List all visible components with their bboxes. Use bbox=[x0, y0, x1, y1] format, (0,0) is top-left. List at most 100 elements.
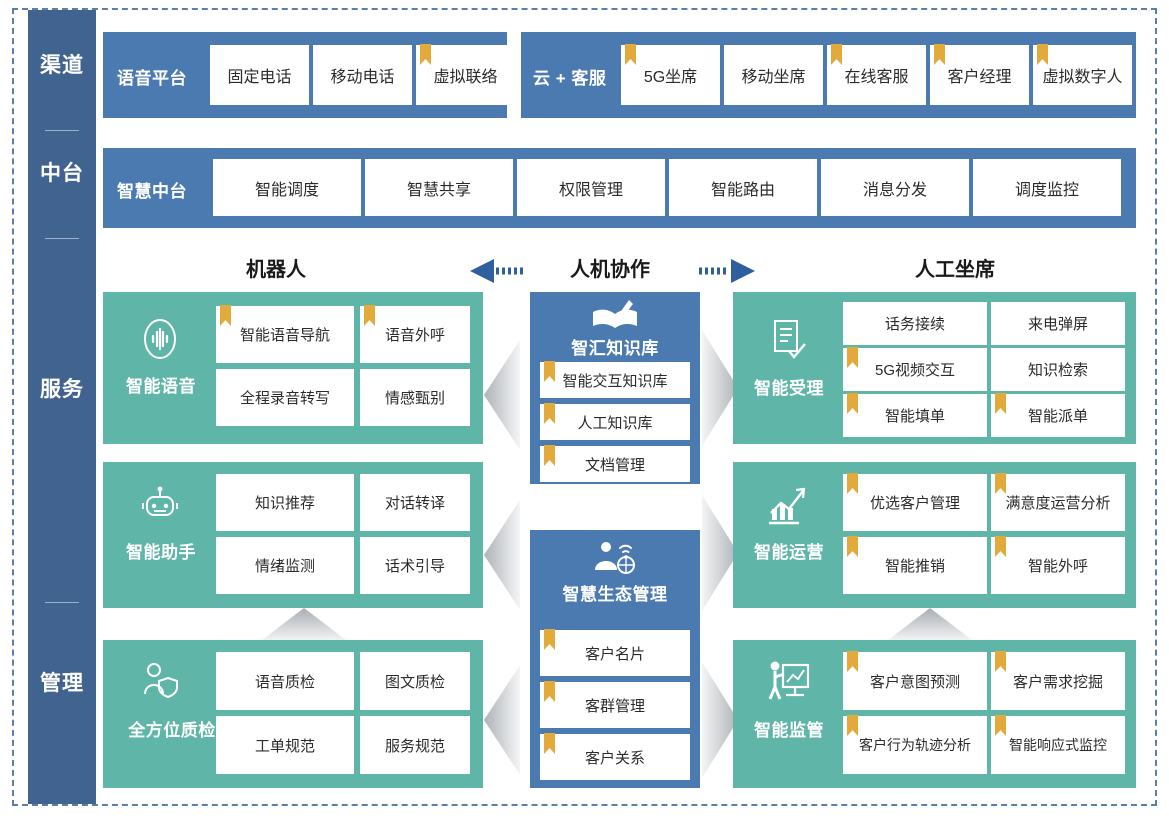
channel-item-label: 虚拟联络 bbox=[433, 69, 498, 86]
service-item-label: 智能响应式监控 bbox=[1009, 737, 1107, 753]
bookmark-icon bbox=[995, 651, 1006, 672]
center-item-label: 客户名片 bbox=[584, 645, 645, 663]
center-item[interactable]: 文档管理 bbox=[540, 445, 690, 482]
service-item[interactable]: 话务接续 bbox=[843, 302, 987, 345]
service-item[interactable]: 服务规范 bbox=[360, 716, 470, 774]
sidebar-divider bbox=[45, 602, 79, 603]
service-item[interactable]: 语音质检 bbox=[216, 652, 354, 710]
center-item[interactable]: 人工知识库 bbox=[540, 403, 690, 440]
person-wifi-icon bbox=[585, 538, 645, 578]
platform-item[interactable]: 智能调度 bbox=[213, 159, 361, 216]
channel-item-label: 5G坐席 bbox=[643, 69, 698, 86]
bookmark-icon bbox=[625, 44, 636, 65]
platform-item[interactable]: 调度监控 bbox=[973, 159, 1121, 216]
service-item-label: 情绪监测 bbox=[254, 558, 315, 575]
service-item[interactable]: 全程录音转写 bbox=[216, 369, 354, 426]
platform-row-label: 智慧中台 bbox=[117, 182, 187, 201]
service-item-label: 语音外呼 bbox=[384, 327, 445, 344]
service-item[interactable]: 来电弹屏 bbox=[991, 302, 1125, 345]
sidebar-item-channel[interactable]: 渠道 bbox=[40, 54, 84, 77]
platform-item[interactable]: 消息分发 bbox=[821, 159, 969, 216]
service-item-label: 智能语音导航 bbox=[239, 327, 330, 344]
service-item[interactable]: 图文质检 bbox=[360, 652, 470, 710]
channel-item-label: 在线客服 bbox=[844, 69, 909, 86]
platform-item[interactable]: 智能路由 bbox=[669, 159, 817, 216]
service-item[interactable]: 工单规范 bbox=[216, 716, 354, 774]
service-item-label: 对话转译 bbox=[384, 495, 445, 512]
platform-item[interactable]: 智慧共享 bbox=[365, 159, 513, 216]
channel-item[interactable]: 客户经理 bbox=[930, 44, 1029, 105]
service-item-label: 服务规范 bbox=[384, 737, 445, 755]
sidebar-item-platform[interactable]: 中台 bbox=[40, 162, 84, 185]
service-group-intelligent-operation: 智能运营 优选客户管理 满意度运营分析 智能推销 智能外呼 bbox=[733, 462, 1136, 608]
sidebar-item-management[interactable]: 管理 bbox=[40, 672, 84, 695]
service-item[interactable]: 智能响应式监控 bbox=[991, 715, 1125, 774]
service-item-label: 5G视频交互 bbox=[874, 362, 955, 379]
service-item[interactable]: 客户行为轨迹分析 bbox=[843, 715, 987, 774]
center-group-knowledge-base: 智汇知识库 智能交互知识库 人工知识库 文档管理 bbox=[530, 292, 700, 484]
arrow-right-icon bbox=[699, 259, 755, 283]
channel-group-voice-platform: 语音平台 固定电话 移动电话 虚拟联络 bbox=[103, 32, 515, 118]
channel-item[interactable]: 5G坐席 bbox=[621, 44, 720, 105]
service-item[interactable]: 智能推销 bbox=[843, 536, 987, 594]
flow-left-arrow-icon bbox=[484, 665, 520, 775]
service-item[interactable]: 知识推荐 bbox=[216, 474, 354, 531]
service-item[interactable]: 知识检索 bbox=[991, 348, 1125, 391]
channel-item-label: 固定电话 bbox=[227, 69, 292, 86]
service-item[interactable]: 情感甄别 bbox=[360, 369, 470, 426]
service-group-full-quality-check: 全方位质检 语音质检 图文质检 工单规范 服务规范 bbox=[103, 640, 483, 788]
service-item[interactable]: 客户需求挖掘 bbox=[991, 651, 1125, 710]
platform-item-label: 智慧共享 bbox=[406, 181, 471, 199]
service-item[interactable]: 5G视频交互 bbox=[843, 347, 987, 391]
center-item[interactable]: 智能交互知识库 bbox=[540, 361, 690, 398]
column-header-human-agent: 人工坐席 bbox=[915, 259, 995, 281]
service-item[interactable]: 智能语音导航 bbox=[216, 305, 354, 363]
flow-left-arrow-icon bbox=[484, 340, 520, 450]
bookmark-icon bbox=[364, 305, 375, 326]
center-item[interactable]: 客户关系 bbox=[540, 733, 690, 780]
person-shield-icon bbox=[129, 656, 191, 708]
platform-item-label: 消息分发 bbox=[862, 181, 927, 199]
platform-item-label: 权限管理 bbox=[558, 181, 623, 199]
service-item-label: 来电弹屏 bbox=[1027, 316, 1088, 333]
service-item-label: 话务接续 bbox=[884, 316, 945, 333]
service-item-label: 客户意图预测 bbox=[869, 673, 960, 691]
service-group-label: 智能助手 bbox=[126, 543, 196, 562]
flow-right-arrow-icon bbox=[702, 662, 738, 778]
service-item[interactable]: 满意度运营分析 bbox=[991, 473, 1125, 531]
sidebar-divider bbox=[45, 238, 79, 239]
bookmark-icon bbox=[995, 393, 1006, 414]
service-item[interactable]: 智能外呼 bbox=[991, 536, 1125, 594]
bookmark-icon bbox=[544, 629, 555, 650]
bookmark-icon bbox=[420, 44, 431, 65]
service-group-intelligent-supervision: 智能监管 客户意图预测 客户需求挖掘 客户行为轨迹分析 智能响应式监控 bbox=[733, 640, 1136, 788]
chart-growth-icon bbox=[757, 480, 819, 530]
center-item-label: 人工知识库 bbox=[577, 414, 653, 432]
book-pen-icon bbox=[585, 298, 645, 332]
channel-item[interactable]: 固定电话 bbox=[210, 45, 309, 105]
channel-item[interactable]: 虚拟数字人 bbox=[1033, 44, 1132, 105]
platform-item[interactable]: 权限管理 bbox=[517, 159, 665, 216]
channel-item[interactable]: 移动坐席 bbox=[724, 45, 823, 105]
service-item[interactable]: 客户意图预测 bbox=[843, 651, 987, 710]
channel-item[interactable]: 在线客服 bbox=[827, 44, 926, 105]
service-item-label: 知识推荐 bbox=[254, 495, 315, 512]
service-item[interactable]: 智能派单 bbox=[991, 393, 1125, 437]
channel-item-label: 移动坐席 bbox=[741, 69, 806, 86]
bookmark-icon bbox=[544, 403, 555, 424]
bookmark-icon bbox=[847, 347, 858, 368]
flow-up-arrow-icon bbox=[888, 608, 972, 640]
bookmark-icon bbox=[831, 44, 842, 65]
service-item[interactable]: 对话转译 bbox=[360, 474, 470, 531]
service-item[interactable]: 智能填单 bbox=[843, 393, 987, 437]
service-item[interactable]: 优选客户管理 bbox=[843, 473, 987, 531]
service-item-label: 图文质检 bbox=[384, 673, 445, 691]
service-item[interactable]: 情绪监测 bbox=[216, 537, 354, 594]
service-item[interactable]: 语音外呼 bbox=[360, 305, 470, 363]
sidebar-item-service[interactable]: 服务 bbox=[40, 378, 84, 401]
center-item[interactable]: 客群管理 bbox=[540, 681, 690, 728]
service-item[interactable]: 话术引导 bbox=[360, 537, 470, 594]
channel-item[interactable]: 移动电话 bbox=[313, 45, 412, 105]
channel-item[interactable]: 虚拟联络 bbox=[416, 44, 515, 105]
center-item[interactable]: 客户名片 bbox=[540, 629, 690, 676]
